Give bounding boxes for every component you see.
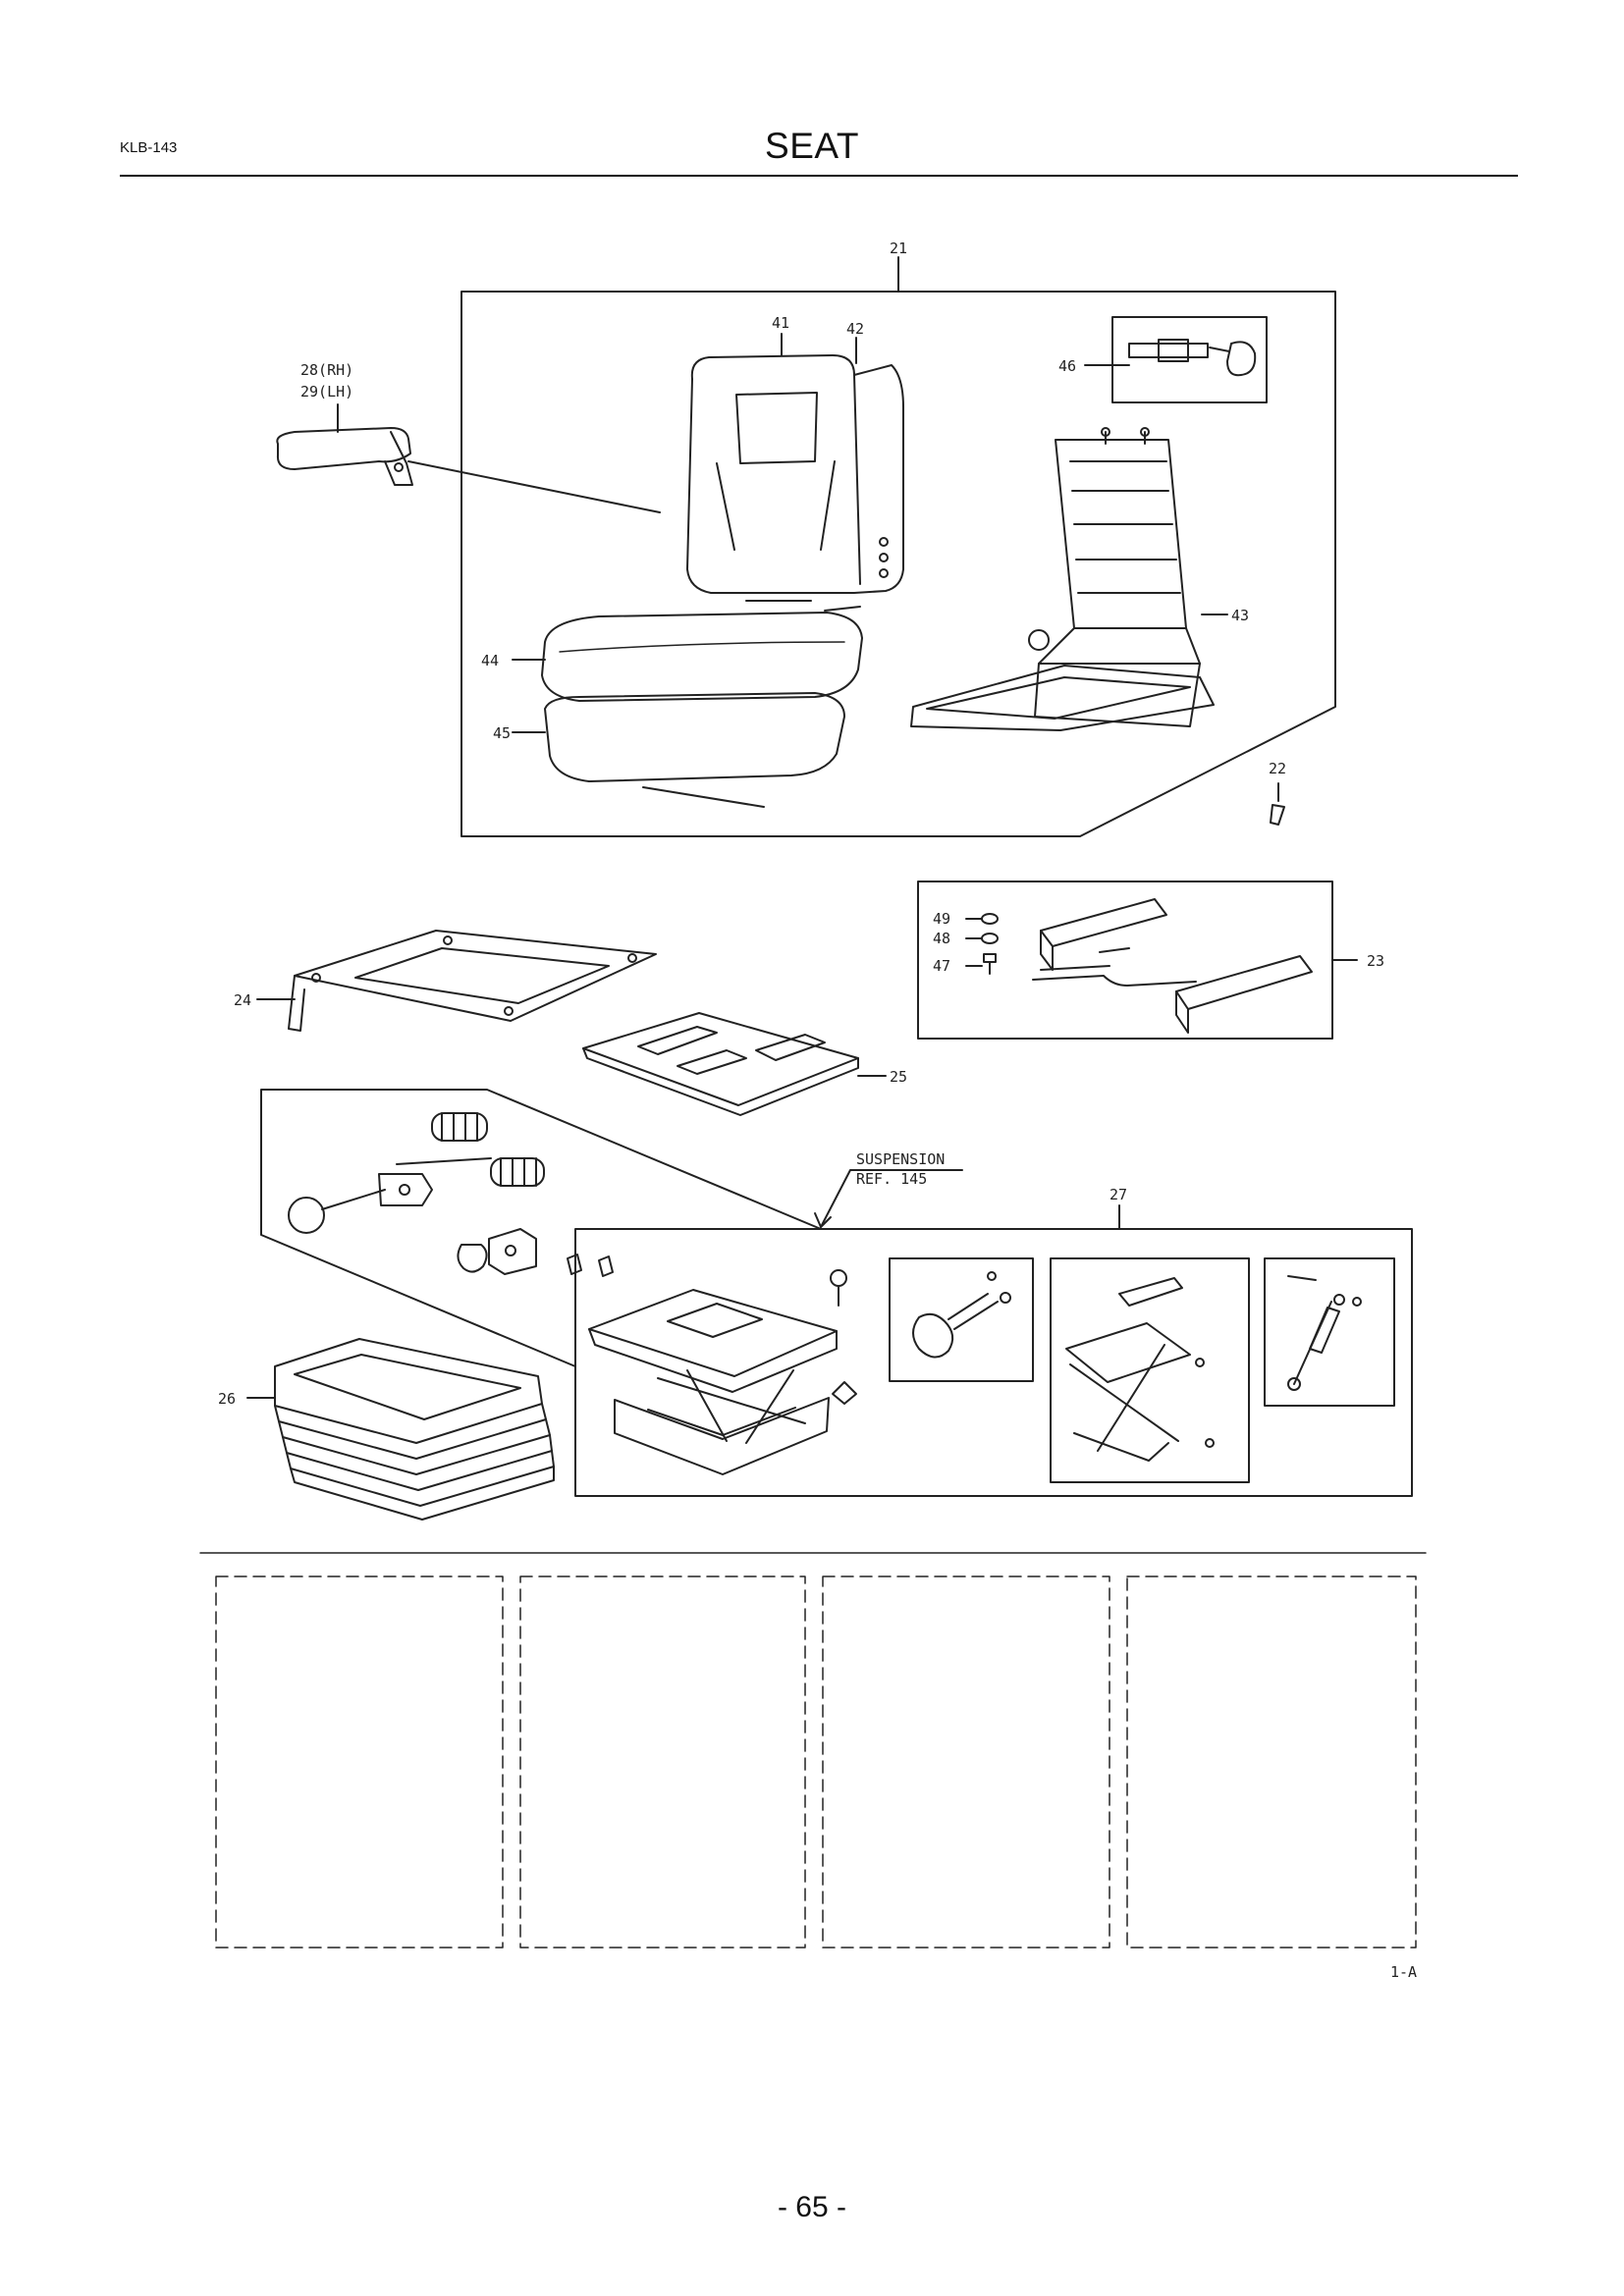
- blank-note-box: [215, 1575, 504, 1949]
- suspension-note-line1: SUSPENSION: [856, 1150, 945, 1168]
- scissor-detail-box: [1050, 1257, 1250, 1483]
- scissor-arms: [1065, 1277, 1215, 1462]
- backrest: [686, 333, 904, 612]
- callout-25: 25: [890, 1068, 907, 1086]
- suspension-top-plate: [582, 1012, 887, 1116]
- weight-adjust-knob: [288, 1173, 614, 1277]
- callout-23: 23: [1367, 952, 1384, 970]
- callout-49: 49: [933, 910, 950, 928]
- callout-47: 47: [933, 957, 950, 975]
- slide-rail: [1032, 898, 1358, 1034]
- blank-note-box: [1126, 1575, 1417, 1949]
- document-code: KLB-143: [120, 139, 178, 156]
- title-divider: [120, 175, 1518, 177]
- callout-48: 48: [933, 930, 950, 947]
- rubber-boot: [246, 1338, 555, 1521]
- seat-frame: [910, 427, 1228, 731]
- callout-21: 21: [890, 240, 907, 257]
- slide-rail-box: [917, 881, 1333, 1040]
- pin: [1270, 782, 1285, 826]
- page-title: SEAT: [765, 126, 859, 166]
- blank-note-box: [822, 1575, 1110, 1949]
- callout-43: 43: [1231, 607, 1249, 624]
- shock-detail-box: [1264, 1257, 1395, 1407]
- seat-base: [544, 692, 845, 782]
- suspension-assembly-frame: [574, 1228, 1413, 1497]
- callout-46: 46: [1058, 357, 1076, 375]
- blank-note-boxes: [215, 1575, 1417, 1949]
- callout-29: 29(LH): [300, 383, 353, 400]
- callout-41: 41: [772, 314, 789, 332]
- seat-cushion: [541, 612, 863, 702]
- damper-unit: [912, 1271, 1011, 1359]
- armrest: [276, 403, 661, 513]
- callout-24: 24: [234, 991, 251, 1009]
- callout-27: 27: [1110, 1186, 1127, 1203]
- shock-absorber: [1287, 1275, 1362, 1391]
- callout-42: 42: [846, 320, 864, 338]
- scissor-suspension: [588, 1269, 857, 1475]
- adjust-lever: [1084, 339, 1257, 377]
- callout-28: 28(RH): [300, 361, 353, 379]
- suspension-note-leader: [820, 1169, 963, 1228]
- figure-reference: 1-A: [1390, 1963, 1417, 1981]
- callout-22: 22: [1269, 760, 1286, 777]
- suspension-exploded-boundary: [260, 1089, 822, 1367]
- callout-44: 44: [481, 652, 499, 669]
- washer-and-bolt-set: [965, 913, 999, 975]
- page-number: - 65 -: [777, 2191, 847, 2223]
- mounting-plate: [256, 930, 657, 1032]
- lever-detail-box: [1111, 316, 1268, 403]
- blank-note-box: [519, 1575, 806, 1949]
- seat-assembly-frame: [460, 291, 1336, 837]
- suspension-note-line2: REF. 145: [856, 1170, 927, 1188]
- suspension-springs: [396, 1112, 545, 1187]
- damper-detail-box: [889, 1257, 1034, 1382]
- callout-45: 45: [493, 724, 511, 742]
- callout-26: 26: [218, 1390, 236, 1408]
